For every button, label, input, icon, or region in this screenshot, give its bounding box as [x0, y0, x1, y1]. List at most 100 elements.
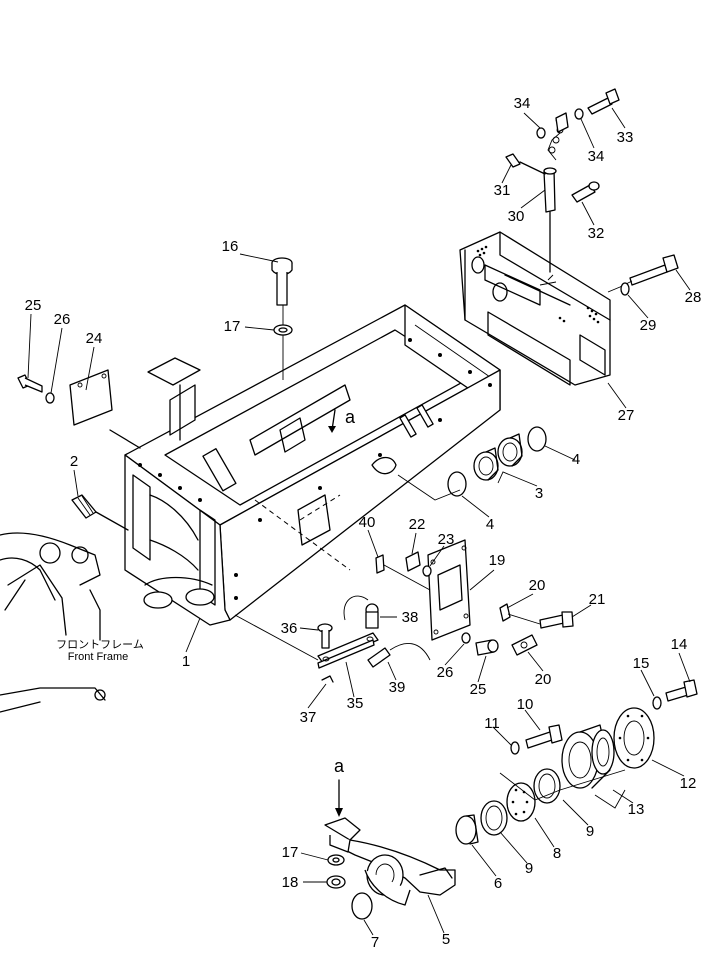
ring-part-4-left [447, 471, 467, 497]
washer-part-23 [422, 565, 432, 577]
cover-part-19 [427, 539, 471, 641]
washer-part-34a [536, 127, 546, 139]
washer-part-29 [620, 282, 630, 296]
callout-5: 5 [442, 931, 450, 948]
pin-part-2 [71, 494, 129, 531]
rear-frame-part-1 [124, 304, 501, 626]
callout-8: 8 [553, 845, 561, 862]
callout-21: 21 [589, 591, 606, 608]
ring-part-9-lower [480, 800, 508, 836]
nut-part-22 [405, 551, 421, 572]
counterweight-part-27 [459, 231, 611, 386]
shim-part-8 [506, 782, 536, 822]
callout-34-right: 34 [588, 148, 605, 165]
callout-31: 31 [494, 182, 511, 199]
callout-10: 10 [517, 696, 534, 713]
cover-plate-part-24 [69, 369, 141, 449]
bolt-part-28 [607, 254, 679, 293]
callout-9-lower: 9 [525, 860, 533, 877]
callout-36: 36 [281, 620, 298, 637]
callout-26-lower: 26 [437, 664, 454, 681]
callout-24: 24 [86, 330, 103, 347]
ring-part-9-upper [533, 768, 561, 804]
callout-28: 28 [685, 289, 702, 306]
view-marker-a-bottom: a [334, 756, 345, 817]
housing-part-13 [561, 724, 615, 789]
callout-4-left: 4 [486, 516, 494, 533]
frame-bolt-dots [138, 338, 492, 600]
ring-part-7 [351, 892, 373, 920]
washer-part-34b [574, 108, 584, 120]
callout-33: 33 [617, 129, 634, 146]
axle-support-part-5 [324, 817, 456, 906]
chain-plate-part-34-tag [555, 112, 569, 133]
hose-part-38 [343, 595, 379, 629]
callout-23: 23 [438, 531, 455, 548]
callout-14: 14 [671, 636, 688, 653]
washer-part-15 [652, 696, 662, 710]
washer-part-11 [510, 741, 520, 755]
ring-part-4-right [527, 426, 547, 452]
view-marker-a-top-label: a [345, 407, 356, 427]
callout-11: 11 [484, 715, 500, 732]
callout-9-upper: 9 [586, 823, 594, 840]
nut-part-18 [326, 875, 346, 889]
callout-17-upper: 17 [224, 318, 241, 335]
callout-3: 3 [535, 485, 543, 502]
callout-30: 30 [508, 208, 525, 225]
callout-6: 6 [494, 875, 502, 892]
callout-17-lower: 17 [282, 844, 299, 861]
view-marker-a-bottom-label: a [334, 756, 345, 776]
callout-2: 2 [70, 453, 78, 470]
callout-22: 22 [409, 516, 426, 533]
bolt-part-25-lower [475, 639, 499, 656]
bolt-part-25-upper [17, 374, 43, 393]
callout-27: 27 [618, 407, 635, 424]
callout-7: 7 [371, 934, 379, 951]
callout-37: 37 [300, 709, 317, 726]
washer-part-26-upper [45, 392, 55, 404]
callout-38: 38 [402, 609, 419, 626]
bolt-part-14 [665, 679, 698, 702]
lifting-pin-part-30 [543, 114, 566, 273]
bolt-part-33 [587, 88, 620, 115]
clip-part-20-lower [511, 634, 538, 656]
callout-19: 19 [489, 552, 506, 569]
bolt-part-16 [271, 257, 293, 306]
pin-part-31 [505, 153, 546, 175]
pin-part-36 [317, 623, 333, 649]
leader-lines [27, 107, 691, 936]
callout-34-left: 34 [514, 95, 531, 112]
callout-4-right: 4 [572, 451, 580, 468]
washer-part-17-lower [327, 854, 345, 866]
callout-29: 29 [640, 317, 657, 334]
washer-part-26-lower [461, 632, 471, 644]
callout-32: 32 [588, 225, 605, 242]
callout-40: 40 [359, 514, 376, 531]
bolt-part-21 [507, 611, 574, 629]
callout-16: 16 [222, 238, 239, 255]
callout-1: 1 [182, 653, 190, 670]
callout-25-upper: 25 [25, 297, 42, 314]
link-part-35 [234, 614, 379, 669]
bushing-part-6 [455, 814, 479, 845]
counterweight-mesh [476, 245, 600, 324]
callout-13: 13 [628, 801, 645, 818]
bolt-part-32 [571, 181, 600, 203]
front-frame-label-en: Front Frame [68, 651, 129, 663]
bushing-part-3 [473, 433, 523, 481]
stud-part-40 [375, 554, 431, 591]
front-frame-label-jp: フロントフレーム [56, 638, 144, 651]
washer-part-17-upper [273, 324, 293, 336]
callout-numbers: 1 2 3 4 4 5 6 7 8 9 9 10 11 12 13 14 15 … [25, 95, 702, 951]
callout-26-upper: 26 [54, 311, 71, 328]
bolt-part-10 [525, 724, 563, 749]
front-frame-fragment: フロントフレーム Front Frame [0, 532, 144, 713]
callout-39: 39 [389, 679, 406, 696]
hose-part-39 [367, 643, 431, 668]
callout-20-upper: 20 [529, 577, 546, 594]
view-marker-a-top: a [328, 407, 356, 433]
callout-15: 15 [633, 655, 650, 672]
clip-part-20-upper [499, 603, 511, 622]
